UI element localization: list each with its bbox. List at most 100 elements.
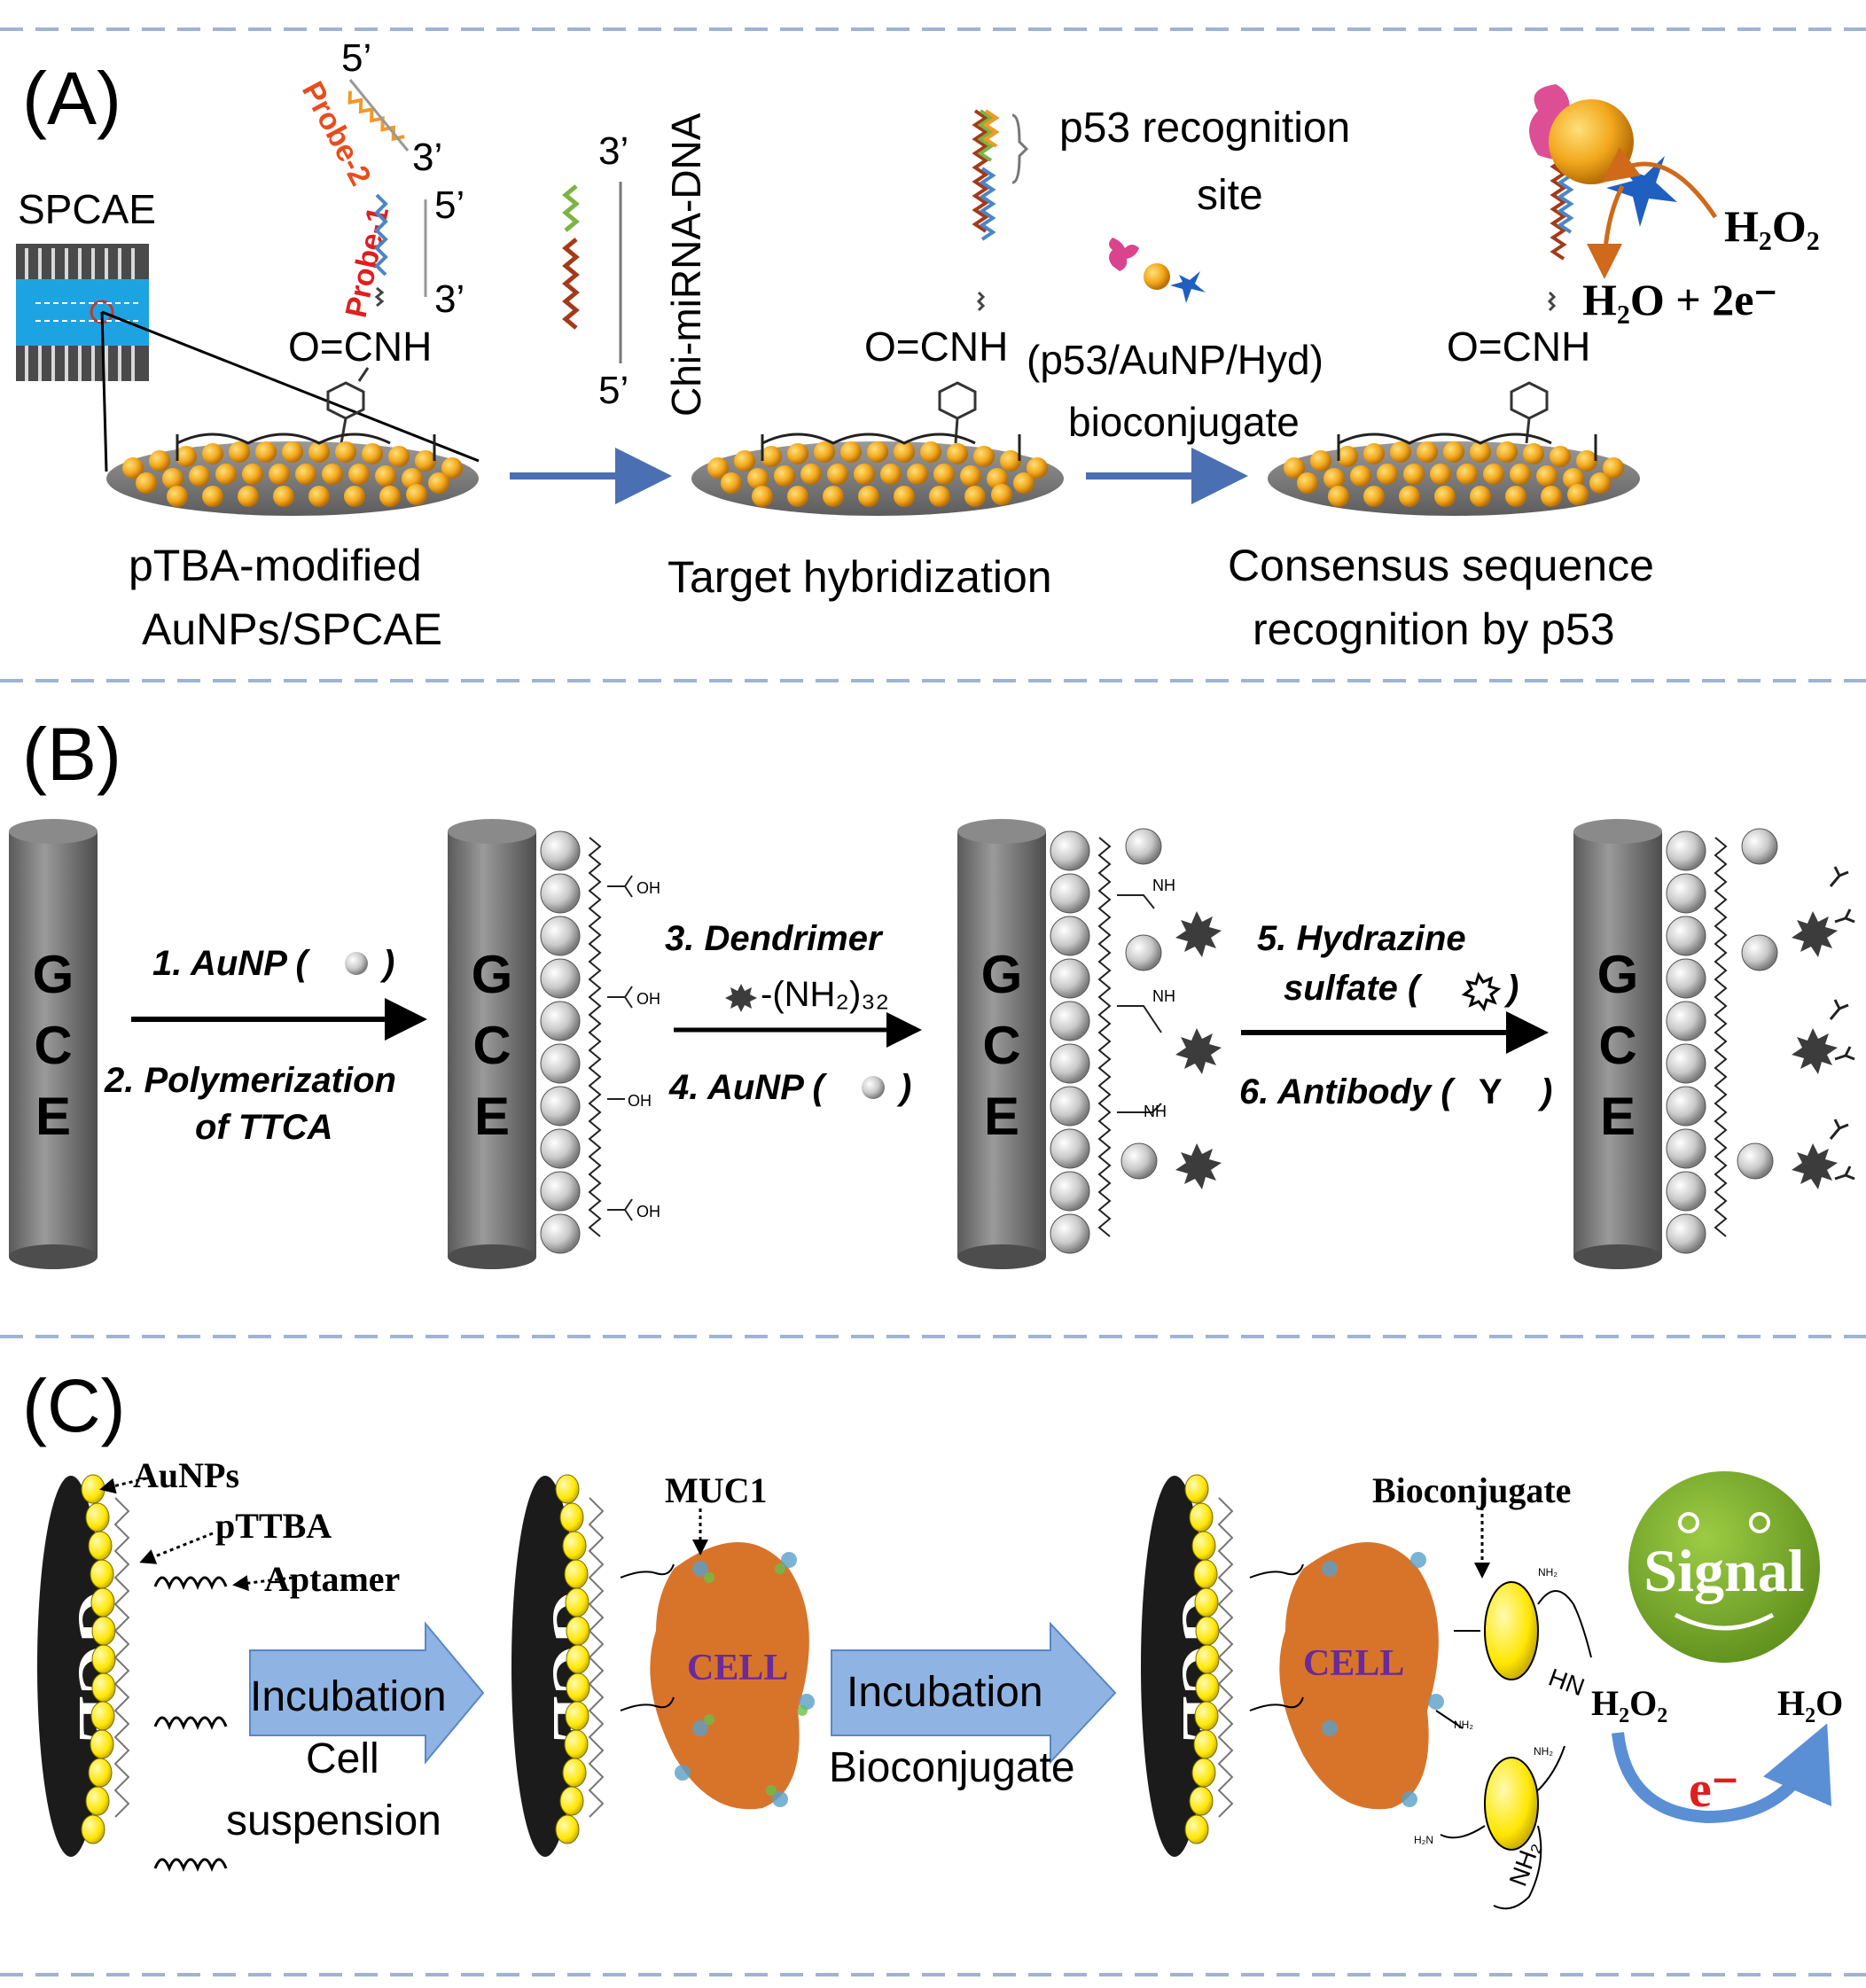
step1-text: 1. AuNP (	[152, 944, 312, 983]
ocnh-2: O=CNH	[864, 324, 1008, 370]
electrode-disc-3	[1268, 433, 1640, 516]
cell-1: CELL	[620, 1509, 815, 1810]
svg-text:HN: HN	[1545, 1664, 1589, 1702]
spcae-chip-image	[16, 244, 480, 472]
gce-e-2: E	[474, 1087, 510, 1146]
p53-protein-image	[1529, 84, 1718, 279]
gce-cylinder-1: G C E	[9, 819, 98, 1269]
electron-transfer-arrow	[1612, 1723, 1832, 1824]
h2o2-label-a: H₂O₂	[1724, 201, 1820, 251]
step5-line2: sulfate (	[1284, 969, 1424, 1008]
p53-site-line1: p53 recognition	[1059, 105, 1350, 152]
gce-cylinder-3: G C E NH NH NH	[957, 819, 1222, 1269]
muc1-label: MUC1	[665, 1470, 768, 1510]
incubation-label-1: Incubation	[250, 1673, 447, 1720]
svg-text:NH₂: NH₂	[1454, 1719, 1473, 1731]
gce-e-3: E	[984, 1087, 1019, 1146]
step6-close: )	[1537, 1072, 1552, 1111]
caption-a3-line2: recognition by p53	[1253, 604, 1615, 654]
bioconjugate-icon	[1109, 238, 1206, 303]
caption-a2: Target hybridization	[668, 552, 1052, 602]
aunp-icon-2	[862, 1076, 885, 1099]
electrode-disc-1	[106, 433, 479, 516]
step-arrow-2: 3. Dendrimer -(NH₂)₃₂ 4. AuNP ( )	[665, 919, 922, 1107]
probe2-label: Probe-2	[295, 76, 378, 191]
panel-a-label: (A)	[22, 57, 121, 140]
signal-text: Signal	[1643, 1537, 1804, 1604]
step5-text: 5. Hydrazine	[1257, 919, 1466, 958]
step2-line1: 2. Polymerization	[104, 1061, 396, 1100]
svg-text:NH₂: NH₂	[1538, 1566, 1558, 1579]
incubation-arrow-2: Incubation	[831, 1621, 1117, 1765]
oh-4: OH	[636, 1203, 660, 1220]
panel-c-label: (C)	[22, 1364, 126, 1447]
step3-dendrimer-formula: -(NH₂)₃₂	[761, 975, 889, 1014]
bioconj-line1: (p53/AuNP/Hyd)	[1027, 337, 1323, 383]
ocnh-3: O=CNH	[1447, 324, 1590, 370]
gce-electrode-c1: GCE	[37, 1474, 293, 1873]
chi-five-prime: 5’	[598, 369, 629, 412]
aunps-label: AuNPs	[133, 1455, 239, 1495]
gce-g-4: G	[1597, 945, 1639, 1004]
bioconj-word: Bioconjugate	[829, 1744, 1075, 1791]
probe1-three-prime: 3’	[434, 277, 465, 321]
gce-c-3: C	[982, 1016, 1020, 1075]
p53-site-line2: site	[1197, 172, 1263, 219]
hydrazine-icon	[1461, 971, 1502, 1012]
incubation-arrow-1: Incubation	[249, 1621, 485, 1765]
gce-c-4: C	[1598, 1016, 1636, 1075]
cell-label-2: CELL	[1303, 1643, 1404, 1684]
gce-g-1: G	[33, 945, 74, 1004]
gce-cylinder-2: G C E OH OH OH OH	[448, 819, 660, 1269]
gce-e-1: E	[35, 1087, 71, 1146]
cell-label-1: CELL	[687, 1648, 788, 1688]
caption-a1-line2: AuNPs/SPCAE	[142, 604, 442, 654]
nh-3: NH	[1144, 1103, 1167, 1120]
linker-2	[938, 381, 977, 444]
nh-2: NH	[1152, 987, 1175, 1005]
incubation-label-2: Incubation	[847, 1669, 1043, 1716]
probe1-five-prime: 5’	[434, 183, 465, 227]
step6-text: 6. Antibody (	[1239, 1072, 1456, 1111]
pttba-label: pTTBA	[215, 1506, 332, 1546]
probe-strands	[347, 79, 427, 308]
step-arrow-3: 5. Hydrazine sulfate ( ) 6. Antibody ( Y…	[1239, 919, 1552, 1111]
bioconj-line2: bioconjugate	[1068, 399, 1300, 445]
ocnh-1: O=CNH	[288, 324, 432, 370]
aptamer-label: Aptamer	[264, 1559, 400, 1599]
gce-c-1: C	[34, 1016, 72, 1075]
linker-3	[1510, 381, 1549, 444]
step2-line2: of TTCA	[195, 1108, 333, 1147]
cell-susp-line1: Cell	[306, 1735, 379, 1782]
oh-3: OH	[628, 1092, 652, 1110]
gce-g-2: G	[472, 945, 513, 1004]
gce-cylinder-4: G C E	[1573, 819, 1855, 1269]
nh-1: NH	[1152, 877, 1175, 894]
oh-2: OH	[636, 990, 660, 1008]
step4-close: )	[896, 1068, 911, 1107]
panel-dividers	[0, 27, 1866, 1976]
step5-close: )	[1503, 969, 1519, 1008]
oh-1: OH	[636, 879, 660, 897]
h2o-label-a: H₂O + 2e⁻	[1582, 275, 1777, 324]
electron-label: e⁻	[1689, 1760, 1738, 1818]
caption-a3-line1: Consensus sequence	[1228, 541, 1654, 590]
probe2-five-prime: 5’	[341, 36, 371, 80]
cell-susp-line2: suspension	[226, 1797, 441, 1844]
probe2-three-prime: 3’	[412, 136, 442, 179]
step4-text: 4. AuNP (	[668, 1068, 829, 1107]
gce-electrode-c3: GCE	[1141, 1474, 1245, 1857]
panel-c: (C) GCE AuNPs p	[22, 1364, 1843, 1910]
step3-text: 3. Dendrimer	[665, 919, 884, 958]
panel-b-label: (B)	[22, 713, 121, 796]
chi-three-prime: 3’	[598, 129, 629, 173]
h2o-label-c: H₂O	[1777, 1683, 1843, 1723]
panel-a: (A) SPCAE 5’ 3’ 5’ 3’ Probe-2 Probe-1	[16, 36, 1820, 654]
gce-g-3: G	[981, 945, 1023, 1004]
bioconjugate-label: Bioconjugate	[1372, 1470, 1571, 1510]
chi-strand	[562, 182, 622, 363]
svg-text:NH₂: NH₂	[1534, 1745, 1553, 1758]
duplex-middle	[972, 109, 1029, 312]
step-arrow-1: 1. AuNP ( ) 2. Polymerization of TTCA	[104, 944, 427, 1147]
